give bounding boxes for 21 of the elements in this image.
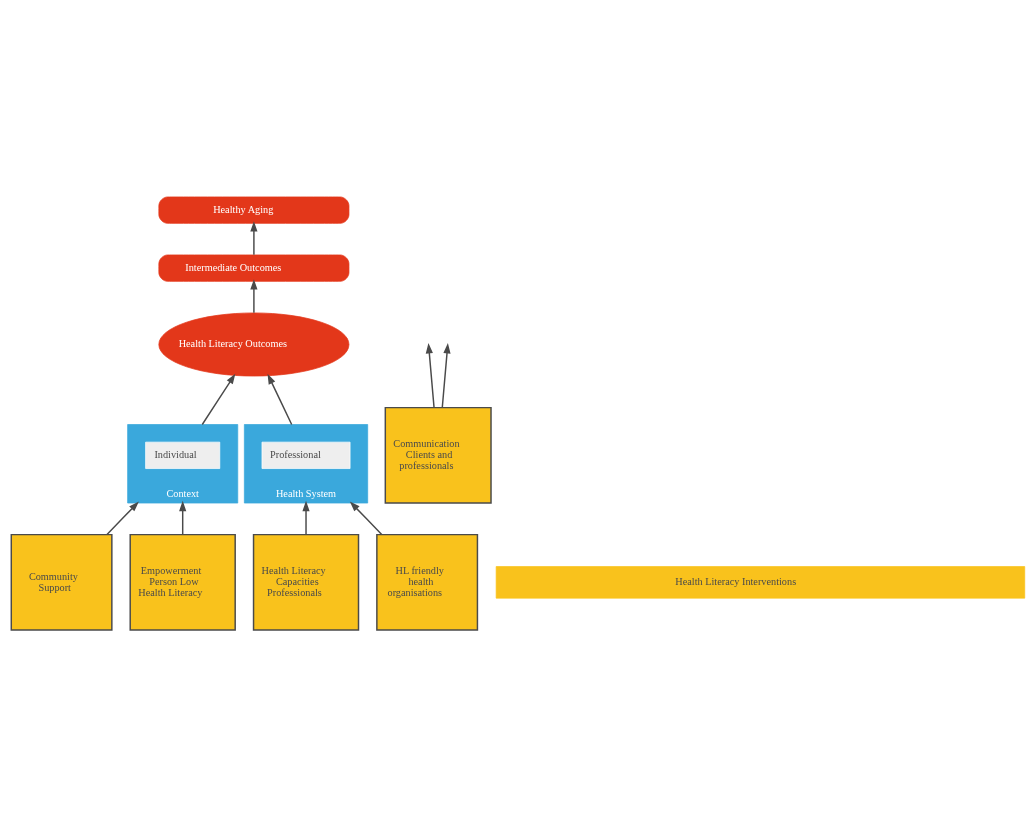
arrow (425, 343, 435, 409)
node-box: Healthy Aging (158, 196, 350, 224)
arrow (250, 279, 258, 314)
node-box: Community Support (10, 533, 113, 631)
node-box: Health Literacy Interventions (495, 566, 1026, 599)
arrow (179, 500, 187, 536)
arrow (201, 373, 236, 426)
arrow (106, 501, 139, 536)
arrow (302, 500, 310, 536)
node-box: Professional (261, 441, 351, 469)
node-box: Health Literacy Capacities Professionals (252, 533, 360, 631)
node-box: Intermediate Outcomes (158, 254, 350, 282)
arrow (441, 343, 451, 409)
arrow (267, 373, 293, 426)
arrow (250, 221, 258, 256)
node-box: Individual (145, 441, 221, 469)
node-box: HL friendly health organisations (376, 533, 479, 631)
arrow (349, 501, 383, 536)
node-ellipse: Health Literacy Outcomes (158, 312, 350, 377)
node-box: Empowerment Person Low Health Literacy (129, 533, 236, 631)
node-box: Communication Clients and professionals (384, 406, 492, 504)
